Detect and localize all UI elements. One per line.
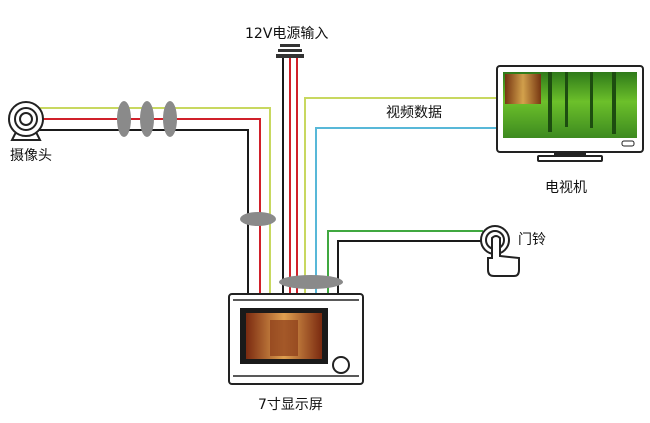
- sheath-1: [117, 101, 131, 137]
- doorbell-wire-black: [337, 240, 483, 298]
- label-doorbell: 门铃: [518, 232, 546, 248]
- power-plug-icon: [276, 44, 304, 58]
- sheath-2: [140, 101, 154, 137]
- tv-wires: [304, 97, 497, 298]
- monitor-icon: [228, 293, 364, 385]
- tv-wire-cyan: [315, 127, 497, 298]
- label-monitor: 7寸显示屏: [258, 397, 323, 413]
- camera-wire-red: [38, 118, 261, 298]
- doorbell-wires: [327, 230, 483, 298]
- tv-wire-yellow: [304, 97, 497, 298]
- camera-icon: [8, 101, 44, 141]
- camera-wires: [38, 107, 271, 298]
- sheath-3: [163, 101, 177, 137]
- tv-screen-trees: [548, 72, 616, 134]
- doorbell-wire-green: [327, 230, 483, 298]
- sheath-5: [279, 275, 343, 289]
- label-video-data: 视频数据: [386, 105, 442, 121]
- tv-icon: [496, 65, 644, 162]
- doorbell-hand-icon: [480, 225, 520, 277]
- sheath-4: [240, 212, 276, 226]
- camera-wire-yellow: [38, 107, 271, 298]
- cable-sheaths: [117, 101, 343, 289]
- label-tv: 电视机: [545, 180, 587, 196]
- label-camera: 摄像头: [10, 148, 52, 164]
- camera-wire-black: [38, 129, 249, 298]
- power-wires: [282, 56, 298, 298]
- label-power-input: 12V电源输入: [245, 26, 329, 42]
